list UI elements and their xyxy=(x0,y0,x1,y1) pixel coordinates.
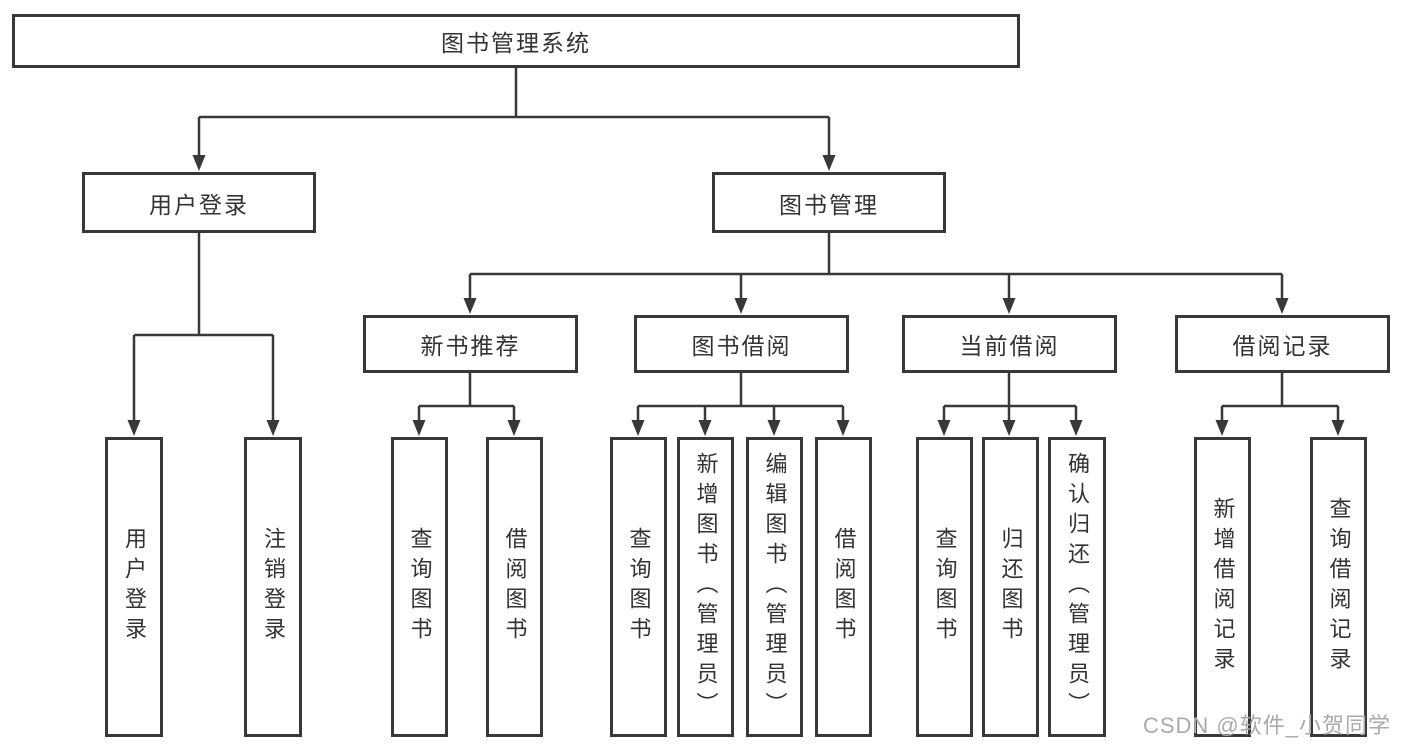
node-borrowing-records: 借阅记录 xyxy=(1175,315,1390,373)
node-current-borrowing-label: 当前借阅 xyxy=(959,333,1060,359)
leaf-query-books-3-label: 查询图书 xyxy=(932,527,958,647)
leaf-borrow-books-1: 借阅图书 xyxy=(486,437,543,737)
leaf-borrow-books-2-label: 借阅图书 xyxy=(831,527,857,647)
leaf-user-login-label: 用户登录 xyxy=(122,527,147,647)
leaf-logout-label: 注销登录 xyxy=(261,527,286,647)
csdn-watermark: CSDN @软件_小贺同学 xyxy=(1142,713,1391,738)
leaf-add-borrow-record-label: 新增借阅记录 xyxy=(1210,497,1236,677)
node-library-management-system-label: 图书管理系统 xyxy=(441,30,591,56)
leaf-return-books: 归还图书 xyxy=(982,437,1039,737)
leaf-add-books-admin-label: 新增图书（管理员） xyxy=(693,452,719,722)
leaf-user-login: 用户登录 xyxy=(105,437,163,737)
leaf-borrow-books-1-label: 借阅图书 xyxy=(502,527,528,647)
node-library-management-system: 图书管理系统 xyxy=(12,14,1020,68)
leaf-query-borrow-record-label: 查询借阅记录 xyxy=(1326,497,1352,677)
node-user-login-label: 用户登录 xyxy=(149,191,249,218)
leaf-edit-books-admin: 编辑图书（管理员） xyxy=(746,437,803,737)
node-book-management-label: 图书管理 xyxy=(779,191,879,218)
node-book-management: 图书管理 xyxy=(712,172,946,233)
leaf-query-books-1-label: 查询图书 xyxy=(407,527,433,647)
leaf-query-books-2-label: 查询图书 xyxy=(626,527,652,647)
leaf-return-books-label: 归还图书 xyxy=(998,527,1024,647)
node-book-borrowing: 图书借阅 xyxy=(634,315,849,373)
leaf-query-books-2: 查询图书 xyxy=(610,437,667,737)
node-user-login: 用户登录 xyxy=(82,172,316,233)
node-borrowing-records-label: 借阅记录 xyxy=(1232,333,1333,359)
leaf-borrow-books-2: 借阅图书 xyxy=(815,437,872,737)
leaf-query-books-3: 查询图书 xyxy=(916,437,973,737)
node-new-book-recommendation: 新书推荐 xyxy=(363,315,578,373)
leaf-query-books-1: 查询图书 xyxy=(391,437,448,737)
leaf-edit-books-admin-label: 编辑图书（管理员） xyxy=(762,452,788,722)
leaf-confirm-return-admin: 确认归还（管理员） xyxy=(1048,437,1106,737)
leaf-add-borrow-record: 新增借阅记录 xyxy=(1194,437,1251,737)
node-current-borrowing: 当前借阅 xyxy=(902,315,1117,373)
node-book-borrowing-label: 图书借阅 xyxy=(691,333,792,359)
leaf-query-borrow-record: 查询借阅记录 xyxy=(1310,437,1367,737)
node-new-book-recommendation-label: 新书推荐 xyxy=(420,333,521,359)
leaf-confirm-return-admin-label: 确认归还（管理员） xyxy=(1065,452,1090,722)
leaf-logout: 注销登录 xyxy=(244,437,302,737)
leaf-add-books-admin: 新增图书（管理员） xyxy=(677,437,734,737)
